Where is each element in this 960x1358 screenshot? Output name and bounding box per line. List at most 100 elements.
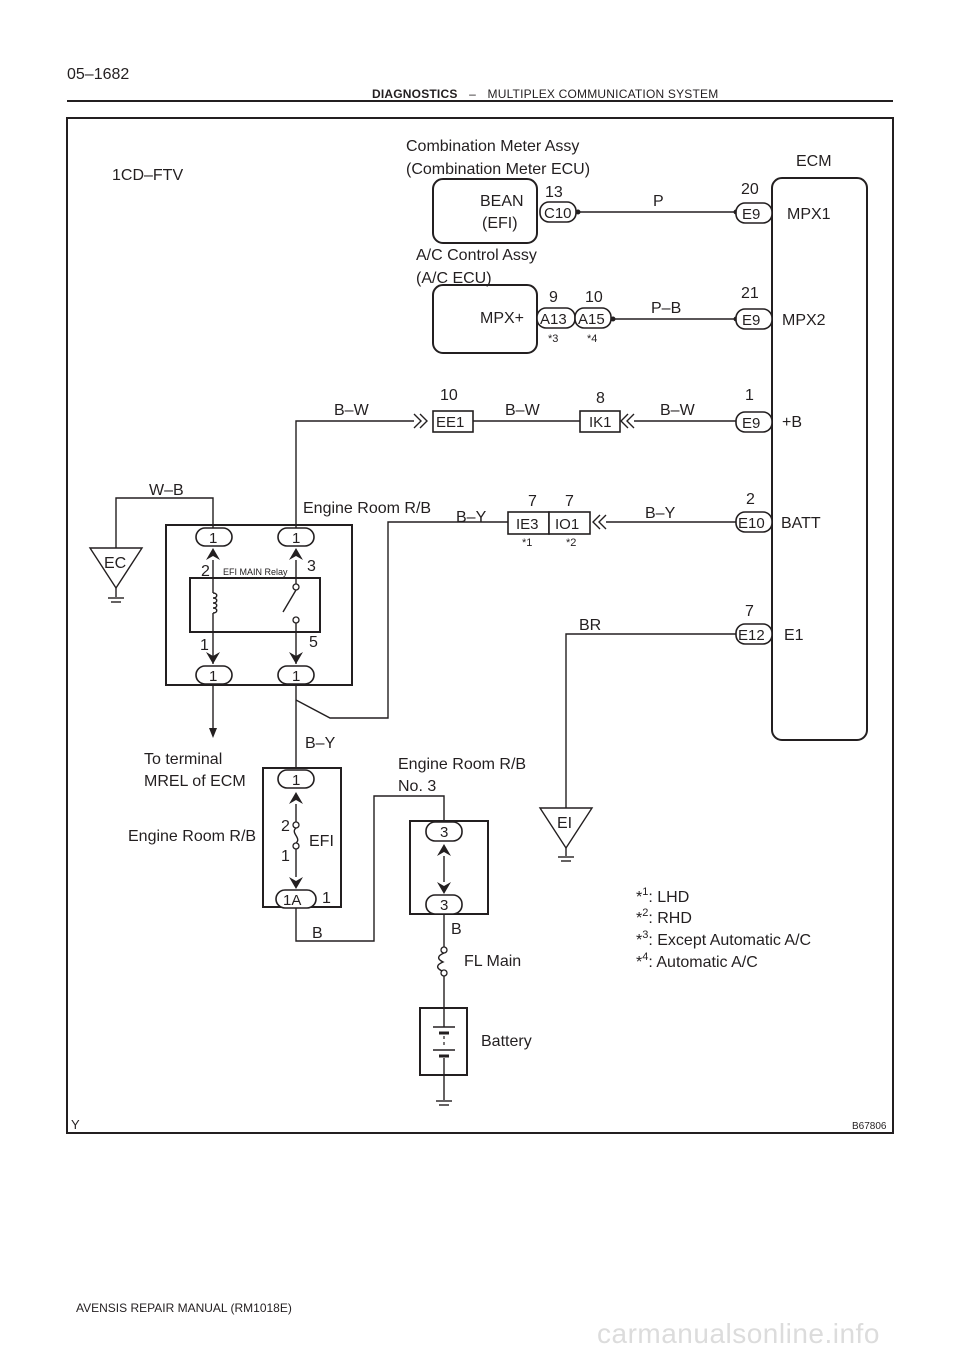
wire-wb <box>115 497 214 548</box>
a13-pin-number: 9 <box>549 289 558 306</box>
subsection-title: MULTIPLEX COMMUNICATION SYSTEM <box>487 87 719 101</box>
figure-id: B67806 <box>852 1121 887 1132</box>
ecm-batt-label: BATT <box>781 515 821 532</box>
ecm-box <box>771 177 868 741</box>
terminal-note-line1: To terminal <box>144 751 222 768</box>
rb3-top-conn-label: 3 <box>440 824 448 841</box>
relay-rb-title: Engine Room R/B <box>303 500 431 517</box>
ecm-pin-1-number: 1 <box>745 387 754 404</box>
io1-label: IO1 <box>555 516 579 533</box>
efi-fuse-element <box>293 827 299 844</box>
c10-pin-number: 13 <box>545 184 563 201</box>
fl-main-contact-bottom <box>440 969 448 977</box>
note-1: *1: LHD <box>636 886 689 906</box>
efi-top-conn-label: 1 <box>292 772 300 789</box>
relay-switch-contact-top <box>292 583 300 591</box>
wire-b-label-2: B <box>451 921 462 938</box>
wire-br <box>565 633 738 808</box>
relay-switch-contact-bottom <box>292 616 300 624</box>
ecm-e9-mpx1-label: E9 <box>742 206 760 223</box>
frame-corner-letter: Y <box>71 1117 80 1132</box>
fl-main-element <box>436 952 445 972</box>
mpx-plus-label: MPX+ <box>480 310 524 327</box>
battery-label: Battery <box>481 1033 532 1050</box>
rb3-top-connector <box>425 821 463 842</box>
ei-ground-triangle <box>538 807 594 850</box>
io1-pin-number: 7 <box>565 493 574 510</box>
relay-top-left-conn-label: 1 <box>209 530 217 547</box>
ie3-note: *1 <box>522 537 532 549</box>
ecm-e12-e1-connector <box>735 623 773 645</box>
wire-by-label-1: B–Y <box>456 509 487 526</box>
ecm-pin-20-number: 20 <box>741 181 759 198</box>
ecm-plusb-label: +B <box>782 414 802 431</box>
efi-pin-1: 1 <box>281 848 290 865</box>
efi-pin-marker-top <box>289 792 303 804</box>
efi-pin-2: 2 <box>281 818 290 835</box>
ecm-pin-7-number: 7 <box>745 603 754 620</box>
ik1-pin-number: 8 <box>596 390 605 407</box>
ecm-e9-mpx2-label: E9 <box>742 312 760 329</box>
efi-top-connector <box>277 769 315 789</box>
ecm-mpx2-label: MPX2 <box>782 312 826 329</box>
mrel-arrow <box>209 728 217 738</box>
ecm-title: ECM <box>796 153 832 170</box>
ie3-label: IE3 <box>516 516 539 533</box>
relay-pin-2: 2 <box>201 563 210 580</box>
ecm-e9-plusb-label: E9 <box>742 415 760 432</box>
ecm-e12-e1-label: E12 <box>738 627 765 644</box>
ecm-e9-plusb-connector <box>735 411 773 433</box>
efi-fuse-name: EFI <box>309 833 334 850</box>
relay-top-left-connector <box>195 527 233 547</box>
wire-br-label: BR <box>579 617 601 634</box>
rb3-title-line2: No. 3 <box>398 778 436 795</box>
combination-meter-title: Combination Meter Assy <box>406 138 579 155</box>
ecm-e9-mpx2-connector <box>735 308 773 330</box>
section-header: DIAGNOSTICS – MULTIPLEX COMMUNICATION SY… <box>372 87 718 101</box>
a13-label: A13 <box>540 311 567 328</box>
ecm-e1-label: E1 <box>784 627 804 644</box>
wire-bw-label-2: B–W <box>505 402 541 419</box>
wire-p-dot-left <box>575 209 581 215</box>
ecm-e10-batt-label: E10 <box>738 515 765 532</box>
io1-arrow-right <box>592 514 607 530</box>
rb3-title-line1: Engine Room R/B <box>398 756 526 773</box>
wire-p-label: P <box>653 193 664 210</box>
ie3-pin-number: 7 <box>528 493 537 510</box>
efi-bottom-conn-label: 1A <box>283 892 301 909</box>
wire-by-label-2: B–Y <box>645 505 676 522</box>
note-3: *3: Except Automatic A/C <box>636 929 811 949</box>
relay-bottom-left-conn-label: 1 <box>209 668 217 685</box>
ecm-e9-mpx1-connector <box>735 202 773 224</box>
io1-connector <box>548 511 591 535</box>
relay-pin-5: 5 <box>309 634 318 651</box>
wire-pb-dot-left <box>610 316 616 322</box>
ecm-mpx1-label: MPX1 <box>787 206 831 223</box>
ee1-arrow-left <box>413 413 428 429</box>
ecm-pin-2-number: 2 <box>746 491 755 508</box>
efi-rb-title: Engine Room R/B <box>128 828 256 845</box>
ecm-e10-batt-connector <box>735 511 773 533</box>
ec-ground-label: EC <box>104 555 126 572</box>
relay-pin-marker-bl <box>206 652 220 664</box>
wire-by-batt <box>295 521 508 719</box>
c10-label: C10 <box>544 205 572 222</box>
relay-bottom-right-conn-label: 1 <box>292 668 300 685</box>
relay-switch-blade <box>282 589 297 613</box>
note-2: *2: RHD <box>636 907 692 927</box>
wire-bw-label-1: B–W <box>334 402 370 419</box>
a13-note: *3 <box>548 333 558 345</box>
efi-pin-marker-bottom <box>289 877 303 889</box>
relay-name: EFI MAIN Relay <box>223 567 288 577</box>
rb3-pin-marker-top <box>437 844 451 856</box>
efi-pin-out: 1 <box>322 890 331 907</box>
relay-coil <box>212 592 218 614</box>
wire-bw-relay <box>295 420 414 528</box>
relay-pin-marker-br <box>289 652 303 664</box>
efi-fuse-contact-bottom <box>292 842 300 850</box>
efi-fuse-contact-top <box>292 821 300 829</box>
bean-sub-label: (EFI) <box>482 215 518 232</box>
wire-by-label-3: B–Y <box>305 735 336 752</box>
wire-bw-label-3: B–W <box>660 402 696 419</box>
